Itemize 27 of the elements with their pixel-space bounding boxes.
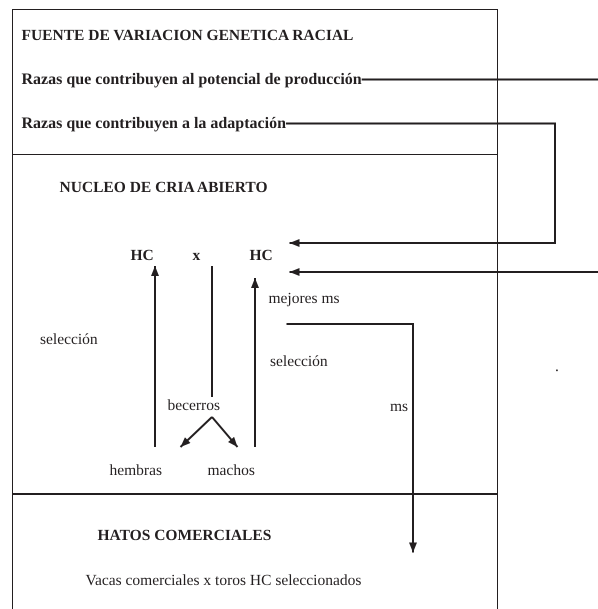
arrow (290, 268, 598, 276)
node-text: Vacas comerciales x toros HC seleccionados (86, 552, 458, 590)
node-text: Razas que contribuyen al potencial de producción (22, 70, 362, 88)
node-text: HC (250, 238, 290, 278)
arrow (180, 416, 213, 448)
annotation-text: selección (40, 331, 98, 349)
node-text: becerros (168, 397, 238, 417)
section-heading: NUCLEO DE CRIA ABIERTO (60, 179, 268, 197)
section-panel (12, 9, 498, 155)
connector-line (211, 266, 213, 397)
arrow (286, 122, 556, 247)
node-text: machos (208, 447, 272, 481)
node-text: Razas que contribuyen a la adaptación (22, 114, 286, 132)
annotation-text: selección (270, 353, 328, 371)
arrow (151, 266, 159, 447)
node-text: mejores ms (268, 290, 364, 324)
arrow (211, 416, 238, 448)
node-text: HC (130, 247, 164, 266)
arrow (251, 278, 259, 447)
section-panel (12, 494, 498, 609)
connector-line (362, 78, 598, 80)
arrow (286, 323, 417, 552)
node-text: x (190, 247, 220, 266)
node-text: hembras (110, 447, 182, 481)
section-heading: HATOS COMERCIALES (98, 526, 272, 544)
section-heading: FUENTE DE VARIACION GENETICA RACIAL (22, 26, 354, 44)
annotation-text: . (555, 358, 559, 376)
